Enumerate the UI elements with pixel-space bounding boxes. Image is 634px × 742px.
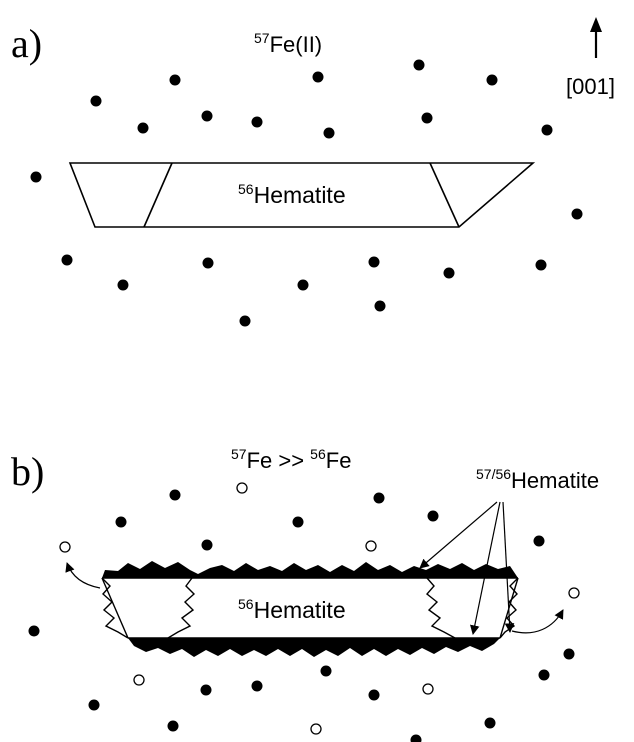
crystal-b-superscript: 56 [238,596,254,612]
crystal-a-label: 56Hematite [238,181,346,209]
fe-ii-superscript: 57 [254,30,270,46]
isotope-ratio-text-2: Fe [325,448,352,473]
crystal-a-text: Hematite [253,182,346,208]
crystal-a-superscript: 56 [238,181,254,197]
isotope-ratio-sup-2: 56 [310,446,326,462]
fe-dots-a [30,59,583,327]
direction-label: [001] [566,74,615,99]
callout-text: Hematite [511,468,600,493]
fe-ii-label: 57Fe(II) [254,30,323,58]
direction-arrow [590,17,602,58]
crystal-b-label: 56Hematite [238,596,346,624]
fe-ii-text: Fe(II) [269,32,323,57]
isotope-ratio-text-1: Fe >> [246,448,311,473]
panel-a-label: a) [11,21,43,66]
callout-superscript: 57/56 [476,466,512,482]
callout-arrows [419,501,515,635]
isotope-ratio-label: 57Fe >> 56Fe [231,446,352,474]
fe56-open-circles-b [59,482,580,735]
crystal-b-text: Hematite [253,597,346,623]
crystal-a [68,162,536,228]
panel-b-label: b) [11,449,45,494]
callout-label: 57/56Hematite [476,466,600,494]
fe57-dots-b [28,489,575,742]
release-arrows [65,562,564,634]
isotope-ratio-sup-1: 57 [231,446,247,462]
